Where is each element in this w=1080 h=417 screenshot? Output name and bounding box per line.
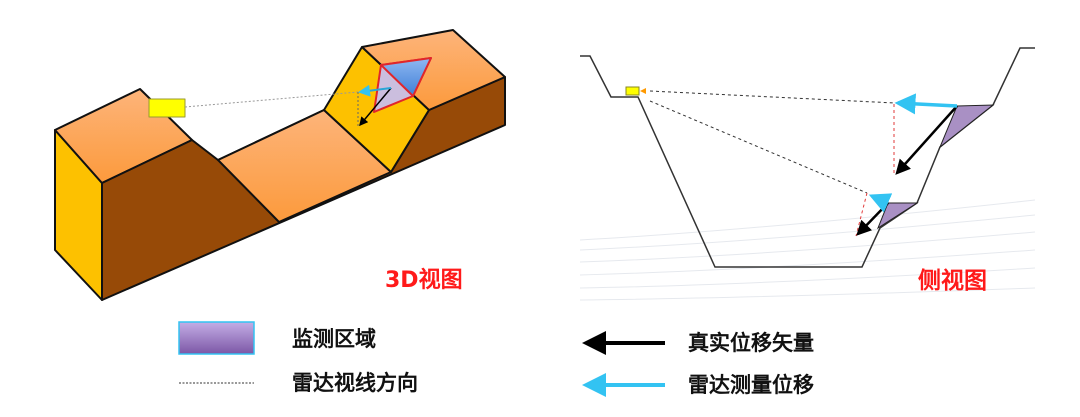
legend-true-label: 真实位移矢量: [688, 331, 814, 355]
radar-beam-icon: [640, 88, 646, 94]
radar-measured-lower: [868, 193, 893, 213]
legend-monitoring-swatch: [178, 321, 255, 355]
side-view-label: 侧视图: [918, 267, 987, 294]
legend-monitoring-label: 监测区域: [292, 327, 376, 351]
legend-radar-label: 雷达测量位移: [688, 373, 814, 397]
radar-los-upper: [649, 90, 896, 104]
legend-los-label: 雷达视线方向: [292, 371, 418, 395]
legend: 监测区域 雷达视线方向 真实位移矢量 雷达测量位移: [178, 321, 814, 397]
true-displacement-arrow-3d: [359, 87, 392, 127]
three-d-view-label: 3D视图: [385, 267, 463, 293]
radar-measured-arrow-3d: [358, 84, 392, 97]
three-d-view: [54, 29, 506, 301]
radar-device-side: [625, 86, 640, 96]
monitoring-area-blue: [380, 57, 432, 97]
radar-measured-upper: [894, 93, 958, 115]
monitoring-area-upper: [938, 104, 995, 149]
side-view: [579, 47, 1036, 301]
radar-los-3d: [184, 91, 359, 108]
radar-los-lower: [649, 100, 868, 194]
true-displacement-upper: [895, 105, 958, 175]
terrain-profile: [580, 47, 1035, 268]
radar-device-3d: [148, 98, 186, 118]
